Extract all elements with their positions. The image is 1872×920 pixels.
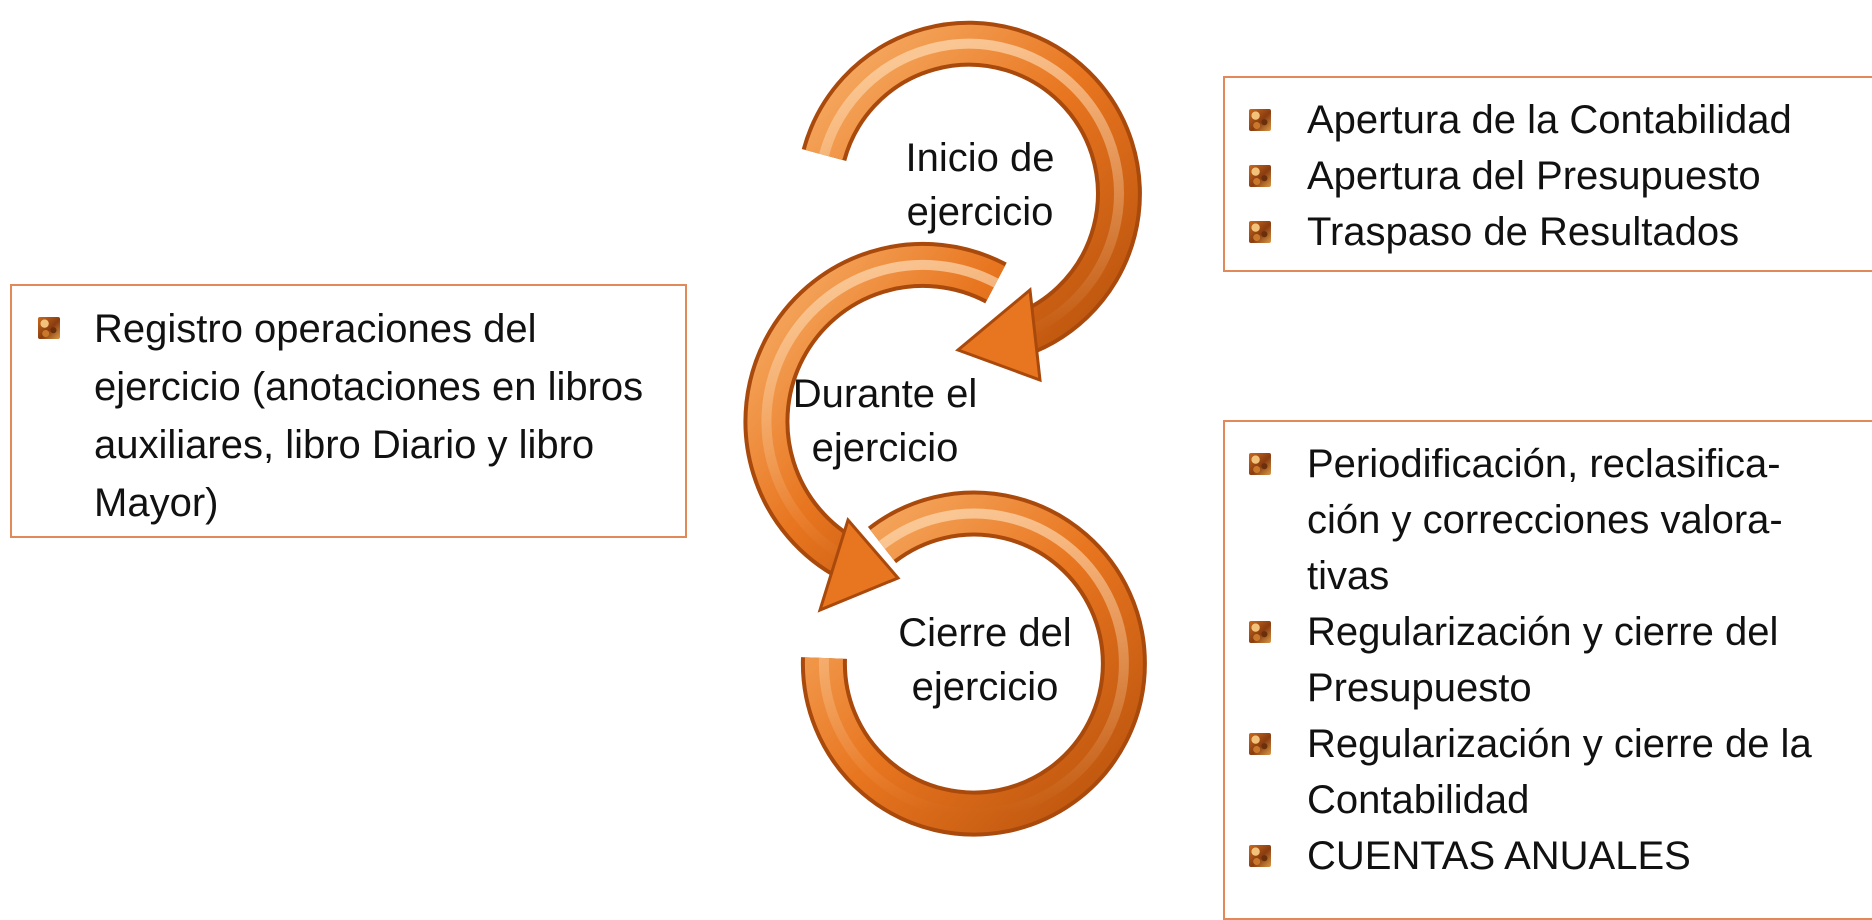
list-item: Apertura del Presupuesto	[1225, 148, 1872, 204]
stage-label-inicio: Inicio de ejercicio	[880, 131, 1080, 239]
list-item: Regularización y cierre del Presupuesto	[1225, 604, 1837, 716]
item-label: Periodificación, reclasifica-ción y corr…	[1307, 442, 1783, 598]
stage-label-durante: Durante el ejercicio	[775, 367, 995, 475]
bottom-description-box: Periodificación, reclasifica-ción y corr…	[1223, 420, 1872, 920]
list-item: Traspaso de Resultados	[1225, 204, 1872, 260]
textured-square-bullet-icon	[1249, 621, 1271, 643]
stage-line2: ejercicio	[911, 665, 1059, 709]
curved-arrow-icon-durante	[743, 241, 1007, 613]
item-label: Regularización y cierre de la Contabilid…	[1307, 722, 1812, 822]
list-item: Periodificación, reclasifica-ción y corr…	[1225, 436, 1837, 604]
textured-square-bullet-icon	[1249, 221, 1271, 243]
stage-line1: Durante el	[792, 372, 978, 416]
cycle-diagram	[743, 20, 1147, 837]
stage-line1: Inicio de	[905, 136, 1055, 180]
item-label: CUENTAS ANUALES	[1307, 834, 1691, 878]
list-item: Registro operaciones del ejercicio (anot…	[12, 300, 654, 532]
item-label: Registro operaciones del ejercicio (anot…	[94, 307, 644, 525]
list-item: Apertura de la Contabilidad	[1225, 92, 1872, 148]
stage-label-cierre: Cierre del ejercicio	[885, 606, 1085, 714]
item-label: Traspaso de Resultados	[1307, 210, 1740, 254]
item-label: Apertura del Presupuesto	[1307, 154, 1761, 198]
textured-square-bullet-icon	[1249, 109, 1271, 131]
stage-line1: Cierre del	[898, 611, 1072, 655]
stage-line2: ejercicio	[811, 426, 959, 470]
textured-square-bullet-icon	[38, 317, 60, 339]
curved-arrow-icon-cierre	[800, 490, 1147, 837]
list-item: CUENTAS ANUALES	[1225, 828, 1872, 884]
textured-square-bullet-icon	[1249, 453, 1271, 475]
textured-square-bullet-icon	[1249, 733, 1271, 755]
textured-square-bullet-icon	[1249, 165, 1271, 187]
top-description-box: Apertura de la Contabilidad Apertura del…	[1223, 76, 1872, 272]
item-label: Regularización y cierre del Presupuesto	[1307, 610, 1779, 710]
curved-arrow-icon-inicio	[801, 20, 1142, 383]
stage-line2: ejercicio	[906, 190, 1054, 234]
item-label: Apertura de la Contabilidad	[1307, 98, 1792, 142]
left-description-box: Registro operaciones del ejercicio (anot…	[10, 284, 687, 538]
list-item: Regularización y cierre de la Contabilid…	[1225, 716, 1857, 828]
textured-square-bullet-icon	[1249, 845, 1271, 867]
